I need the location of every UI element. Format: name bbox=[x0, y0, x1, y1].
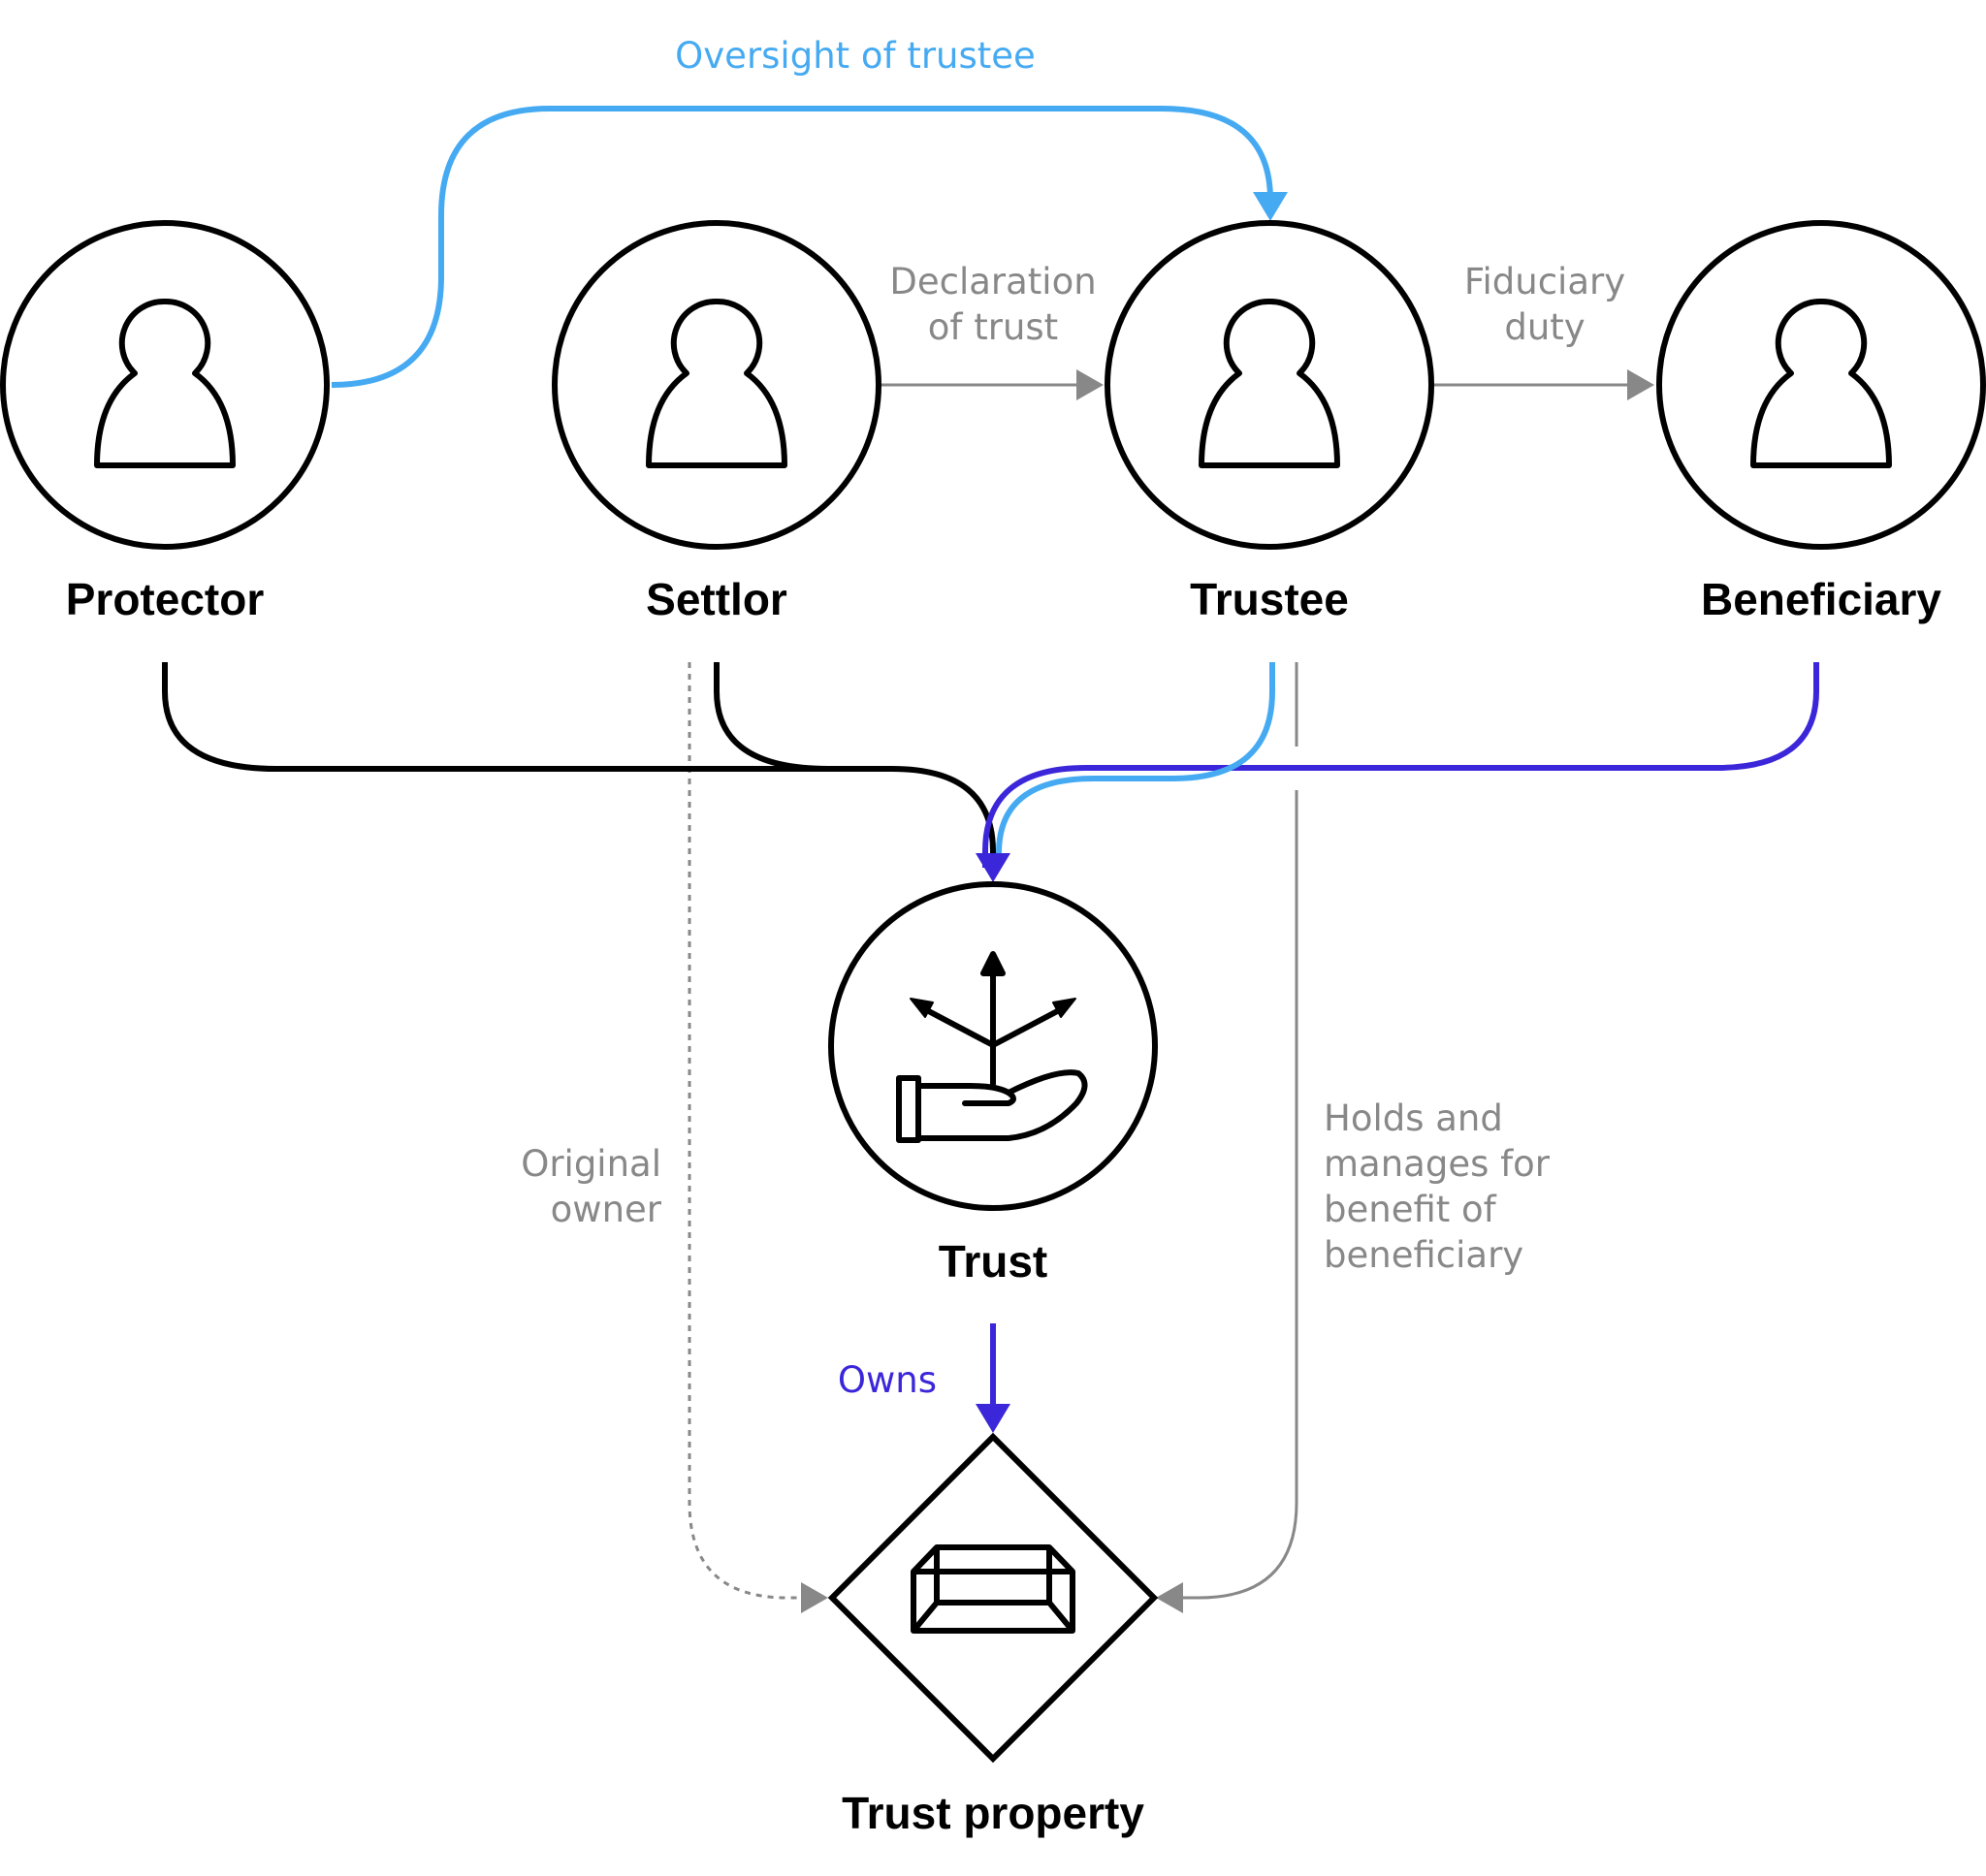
original-owner-label-line1: Original bbox=[521, 1143, 661, 1185]
person-icon bbox=[1750, 298, 1892, 468]
fiduciary-arrowhead bbox=[1627, 369, 1654, 400]
protector-to-trust-connector bbox=[162, 662, 996, 868]
trustee-label: Trustee bbox=[1190, 574, 1349, 624]
oversight-connector bbox=[331, 106, 1273, 388]
original-owner-connector bbox=[688, 662, 803, 1600]
declaration-label-line1: Declaration bbox=[889, 261, 1096, 302]
settlor-node bbox=[552, 220, 881, 550]
holds-label-line1: Holds and bbox=[1324, 1097, 1503, 1139]
owns-arrowhead bbox=[976, 1404, 1010, 1433]
beneficiary-label: Beneficiary bbox=[1701, 574, 1941, 624]
fiduciary-label-line2: duty bbox=[1504, 306, 1585, 348]
trust-property-label: Trust property bbox=[842, 1788, 1144, 1838]
trustee-to-trust-connector bbox=[996, 662, 1275, 868]
oversight-label: Oversight of trustee bbox=[675, 35, 1036, 77]
trust-inbound-arrowhead bbox=[976, 853, 1010, 882]
beneficiary-node bbox=[1656, 220, 1986, 550]
person-icon bbox=[94, 298, 236, 468]
protector-node bbox=[0, 220, 330, 550]
oversight-arrowhead bbox=[1253, 192, 1288, 221]
trustee-node bbox=[1105, 220, 1434, 550]
fiduciary-label-line1: Fiduciary bbox=[1464, 261, 1625, 302]
holds-arrowhead bbox=[1156, 1582, 1183, 1613]
original-owner-label-line2: owner bbox=[551, 1189, 662, 1230]
person-icon bbox=[1199, 298, 1340, 468]
owns-label: Owns bbox=[838, 1359, 937, 1401]
holds-connector bbox=[1181, 790, 1298, 1600]
declaration-arrowhead bbox=[1076, 369, 1104, 400]
declaration-label-line2: of trust bbox=[928, 306, 1058, 348]
settlor-label: Settlor bbox=[646, 574, 787, 624]
trust-node bbox=[828, 881, 1158, 1211]
original-owner-arrowhead bbox=[801, 1582, 828, 1613]
gold-bar-icon bbox=[911, 1544, 1075, 1634]
holds-label-line2: manages for bbox=[1324, 1143, 1551, 1185]
trust-label: Trust bbox=[939, 1236, 1047, 1287]
person-icon bbox=[646, 298, 787, 468]
holds-label-line3: benefit of bbox=[1324, 1189, 1497, 1230]
hand-holding-arrows-icon bbox=[896, 951, 1088, 1143]
holds-label-line4: beneficiary bbox=[1324, 1234, 1523, 1276]
trust-property-node bbox=[827, 1432, 1159, 1764]
settlor-to-trust-connector bbox=[714, 662, 829, 772]
protector-label: Protector bbox=[66, 574, 265, 624]
beneficiary-to-trust-connector bbox=[982, 662, 1819, 868]
